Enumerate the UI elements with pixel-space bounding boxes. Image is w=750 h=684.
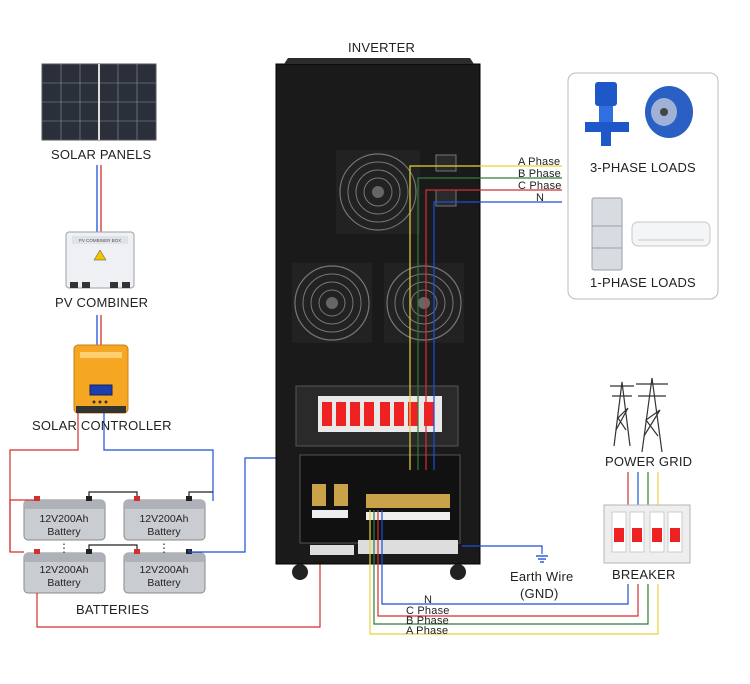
solar-controller-image bbox=[73, 344, 129, 414]
inverter-breaker-panel bbox=[295, 385, 459, 447]
solar-panels-label: SOLAR PANELS bbox=[51, 147, 152, 162]
battery-top-left: 12V200Ah Battery bbox=[23, 496, 106, 541]
svg-text:⋮: ⋮ bbox=[158, 541, 170, 555]
inverter-label: INVERTER bbox=[348, 40, 416, 55]
batteries-label: BATTERIES bbox=[76, 602, 150, 617]
grid-breaker-wires bbox=[627, 472, 659, 505]
earth-wire bbox=[462, 545, 548, 563]
battery-rating: 12V200Ah bbox=[39, 513, 88, 525]
battery-top-right: 12V200Ah Battery bbox=[123, 496, 206, 541]
breaker-image bbox=[603, 504, 691, 564]
output-wire-label-c: C Phase bbox=[518, 180, 562, 192]
motor-image bbox=[645, 86, 693, 138]
input-wire-label-b: B Phase bbox=[406, 615, 449, 627]
svg-text:Battery: Battery bbox=[147, 526, 181, 538]
inverter-cabinet bbox=[275, 58, 481, 580]
svg-text:PV COMBINER BOX: PV COMBINER BOX bbox=[79, 238, 121, 243]
battery-bottom-right: 12V200Ah Battery bbox=[123, 549, 206, 594]
output-wires bbox=[409, 165, 562, 470]
panel-combiner-wires bbox=[96, 165, 102, 345]
fridge-image bbox=[591, 197, 623, 271]
earth-wire-label: Earth Wire bbox=[510, 569, 574, 584]
output-wire-label-n: N bbox=[536, 192, 545, 204]
battery-inverter-wires bbox=[36, 457, 321, 628]
battery-name: Battery bbox=[47, 526, 81, 538]
left-fan bbox=[292, 263, 372, 343]
svg-text:12V200Ah: 12V200Ah bbox=[139, 564, 188, 576]
output-wire-label-a: A Phase bbox=[518, 156, 561, 168]
right-fan bbox=[384, 263, 464, 343]
top-fan bbox=[336, 150, 420, 234]
battery-bottom-left: 12V200Ah Battery bbox=[23, 549, 106, 594]
loads-box bbox=[567, 72, 719, 300]
pump-image bbox=[585, 82, 629, 146]
gnd-label: (GND) bbox=[520, 586, 559, 601]
breaker-label: BREAKER bbox=[612, 567, 676, 582]
pv-combiner-label: PV COMBINER bbox=[55, 295, 149, 310]
svg-text:12V200Ah: 12V200Ah bbox=[39, 564, 88, 576]
pv-combiner-image: PV COMBINER BOX bbox=[65, 231, 135, 289]
input-wire-label-n: N bbox=[424, 594, 433, 606]
solar-panels-image bbox=[41, 63, 157, 141]
one-phase-loads-label: 1-PHASE LOADS bbox=[590, 275, 696, 290]
svg-text:12V200Ah: 12V200Ah bbox=[139, 513, 188, 525]
svg-text:Battery: Battery bbox=[47, 577, 81, 589]
solar-controller-label: SOLAR CONTROLLER bbox=[32, 418, 172, 433]
svg-text:Battery: Battery bbox=[147, 577, 181, 589]
ac-unit-image bbox=[631, 221, 711, 247]
input-wires bbox=[369, 510, 659, 635]
power-grid-image bbox=[610, 377, 668, 453]
battery-bank: 12V200Ah Battery 12V200Ah Battery 12V200… bbox=[9, 491, 213, 594]
output-wire-label-b: B Phase bbox=[518, 168, 561, 180]
input-wire-label-c: C Phase bbox=[406, 605, 450, 617]
inverter-terminal-area bbox=[299, 454, 461, 555]
power-grid-label: POWER GRID bbox=[605, 454, 693, 469]
input-wire-label-a: A Phase bbox=[406, 625, 449, 637]
controller-wires bbox=[9, 413, 214, 553]
three-phase-loads-label: 3-PHASE LOADS bbox=[590, 160, 696, 175]
svg-text:⋮: ⋮ bbox=[58, 541, 70, 555]
